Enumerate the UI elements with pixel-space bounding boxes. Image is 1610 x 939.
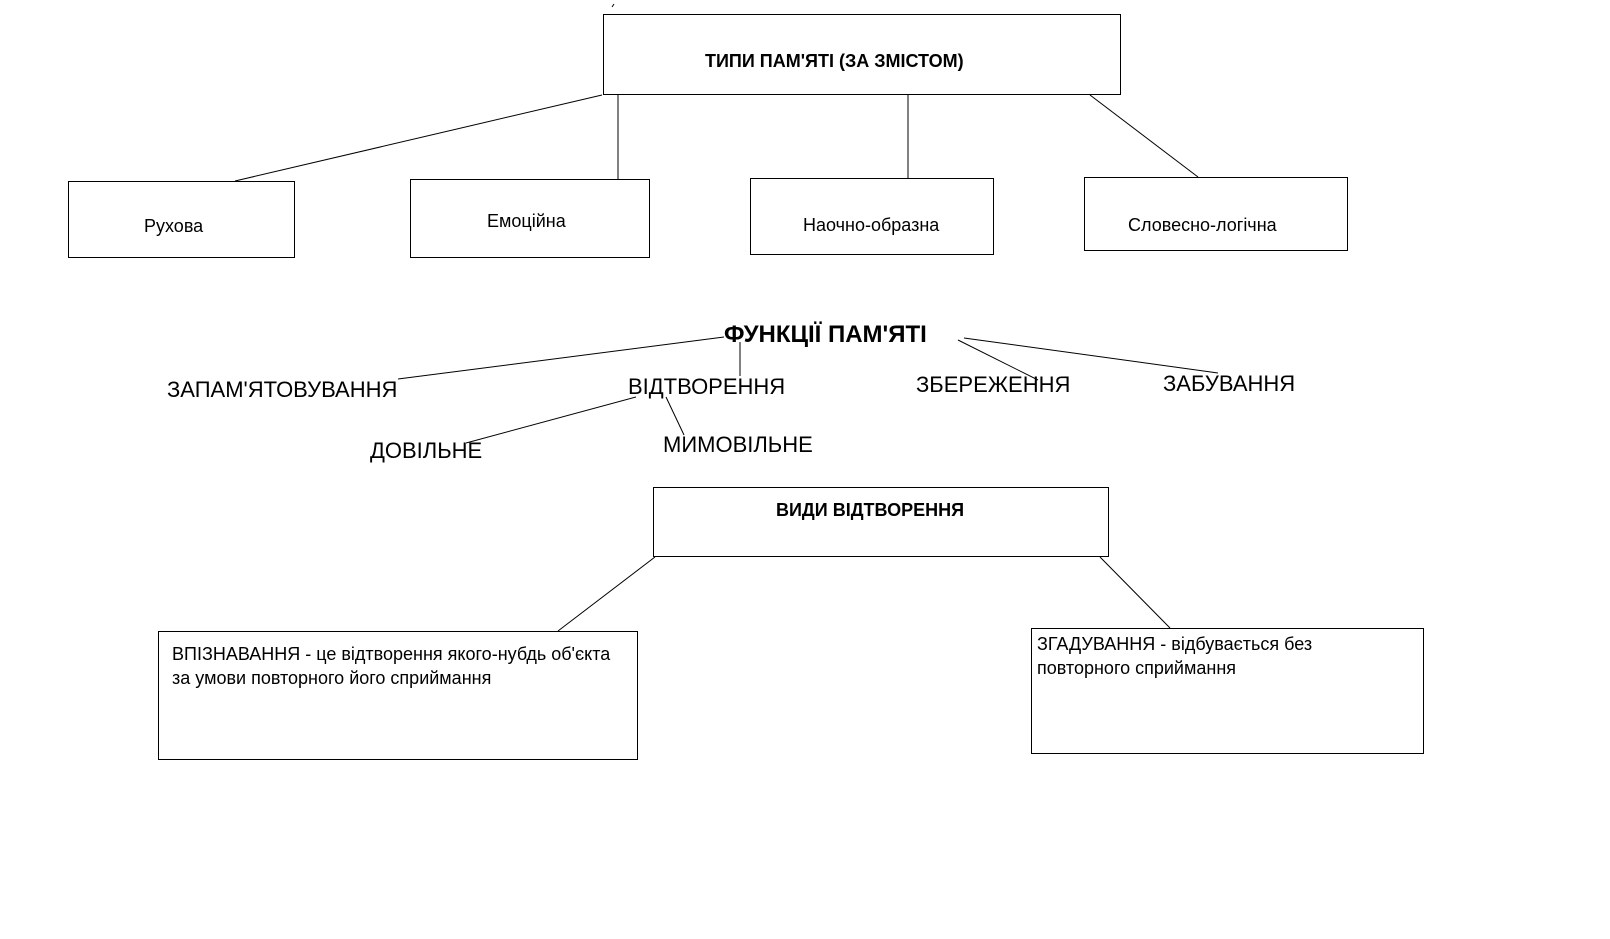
recognition-text: ВПІЗНАВАННЯ - це відтворення якого-нубдь…: [172, 644, 611, 688]
connector-reproduction-recall: [1099, 556, 1171, 629]
memory-types-box: ТИПИ ПАМ'ЯТІ (ЗА ЗМІСТОМ): [603, 14, 1121, 95]
memory-type-verbal-label: Словесно-логічна: [1128, 215, 1277, 235]
memory-functions-title: ФУНКЦІЇ ПАМ'ЯТІ: [724, 321, 927, 348]
reproduction-involuntary-label: МИМОВІЛЬНЕ: [663, 432, 813, 457]
connector-reproduction-recognition: [557, 556, 656, 632]
connector-reproduction-involuntary: [665, 396, 685, 436]
function-memorizing-label: ЗАПАМ'ЯТОВУВАННЯ: [167, 377, 398, 402]
memory-type-emotional-box: Емоційна: [410, 179, 650, 258]
memory-type-verbal-box: Словесно-логічна: [1084, 177, 1348, 251]
memory-type-motor-label: Рухова: [144, 216, 204, 236]
recall-box: ЗГАДУВАННЯ - відбувається без повторного…: [1031, 628, 1424, 754]
memory-type-emotional-label: Емоційна: [487, 211, 566, 231]
memory-type-visual-label: Наочно-образна: [803, 215, 940, 235]
function-forgetting-label: ЗАБУВАННЯ: [1163, 371, 1296, 396]
connector-functions-forgetting: [963, 337, 1219, 374]
function-reproduction-label: ВІДТВОРЕННЯ: [628, 374, 786, 399]
recall-text: ЗГАДУВАННЯ - відбувається без повторного…: [1037, 634, 1313, 678]
connector-reproduction-voluntary: [465, 396, 637, 444]
memory-type-visual-box: Наочно-образна: [750, 178, 994, 255]
memory-type-motor-box: Рухова: [68, 181, 295, 258]
reproduction-types-box: ВИДИ ВІДТВОРЕННЯ: [653, 487, 1109, 557]
connector-types-motor: [234, 94, 603, 182]
reproduction-voluntary-label: ДОВІЛЬНЕ: [370, 438, 483, 463]
memory-types-title: ТИПИ ПАМ'ЯТІ (ЗА ЗМІСТОМ): [705, 51, 964, 71]
recognition-box: ВПІЗНАВАННЯ - це відтворення якого-нубдь…: [158, 631, 638, 760]
reproduction-types-title: ВИДИ ВІДТВОРЕННЯ: [776, 500, 965, 520]
connector-types-verbal: [1089, 94, 1199, 178]
connector-functions-saving: [957, 339, 1039, 381]
function-saving-label: ЗБЕРЕЖЕННЯ: [916, 372, 1071, 397]
top-mark: [611, 3, 615, 8]
connector-functions-memorizing: [397, 336, 725, 380]
